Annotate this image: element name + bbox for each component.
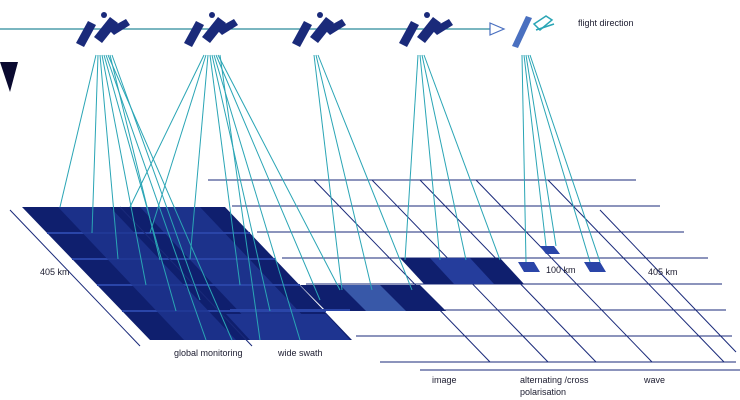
- width-left-label: 405 km: [40, 267, 70, 277]
- ap-patch-2: [518, 262, 540, 272]
- satellite-icon: [512, 15, 555, 48]
- mode-wide-swath-label: wide swath: [277, 348, 323, 358]
- wide-swath-highlight: [340, 285, 406, 311]
- satellite-icon: [76, 12, 130, 47]
- left-edge-mark: [0, 62, 18, 92]
- swath-boundary-lines: [9, 206, 253, 347]
- mode-image-label: image: [432, 375, 457, 385]
- mode-wave-label: wave: [643, 375, 665, 385]
- flight-direction-arrow-icon: [489, 22, 506, 36]
- flight-direction-label: flight direction: [578, 18, 634, 28]
- mode-global-monitoring-label: global monitoring: [174, 348, 243, 358]
- small-width-label: 100 km: [546, 265, 576, 275]
- mode-polarisation-label: polarisation: [520, 387, 566, 397]
- ap-patch-1: [540, 246, 560, 254]
- satellite-icon: [399, 12, 453, 47]
- mode-alternating-label: alternating /cross: [520, 375, 589, 385]
- swath-band: [58, 207, 236, 340]
- image-mode-highlight: [430, 258, 494, 284]
- swath-band: [140, 207, 326, 340]
- beam-lines: [59, 54, 601, 341]
- satellite-icon: [292, 12, 346, 47]
- ap-patch-3: [584, 262, 606, 272]
- width-right-label: 405 km: [648, 267, 678, 277]
- satellite-icon: [184, 12, 238, 47]
